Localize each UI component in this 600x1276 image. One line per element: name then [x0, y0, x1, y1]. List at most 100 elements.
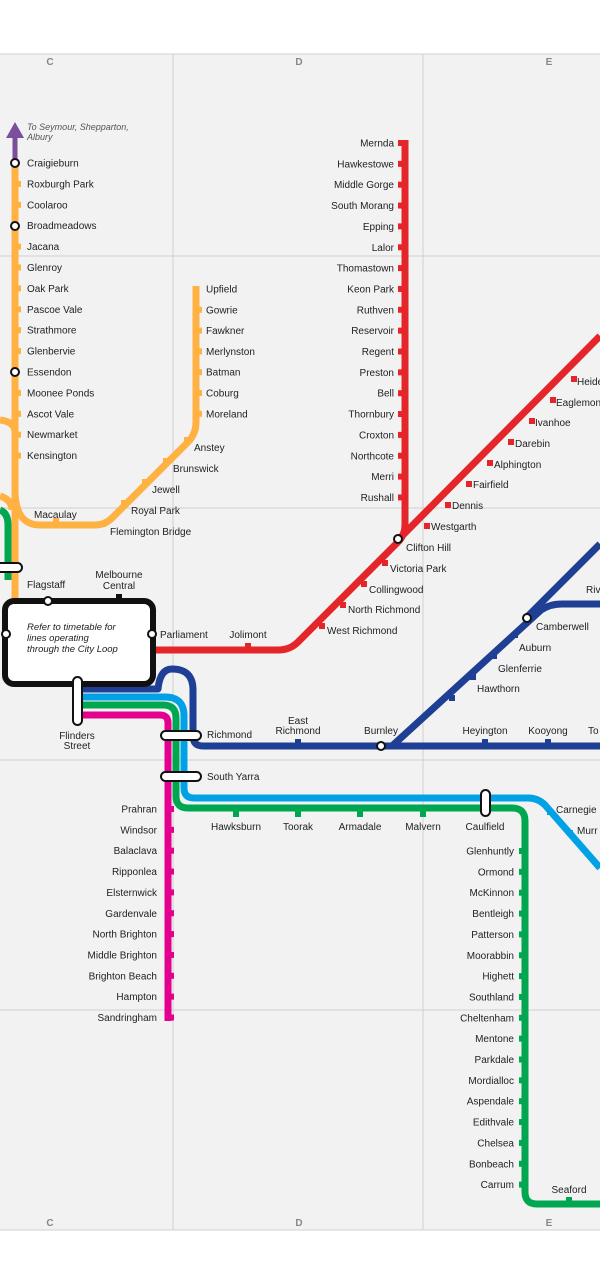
station-glenferrie: Glenferrie: [498, 664, 542, 675]
station-coburg: Coburg: [206, 389, 239, 400]
tick-flemington-bridge: [100, 521, 106, 527]
tick-mckinnon: [519, 889, 525, 896]
station-ruthven: Ruthven: [357, 305, 394, 316]
station-highett: Highett: [482, 972, 514, 983]
tick-gardenvale: [168, 910, 174, 917]
pill-north-melbourne: [0, 562, 23, 573]
grid-label-e-bottom: E: [546, 1218, 553, 1229]
tick-carrum: [519, 1181, 525, 1188]
tick-westgarth: [424, 523, 430, 529]
hurstbridge-line: [395, 333, 600, 543]
tick-east-richmond: [295, 739, 301, 746]
station-prahran: Prahran: [121, 805, 157, 816]
tick-brunswick: [163, 458, 169, 464]
tick-pascoe-vale: [15, 306, 21, 313]
station-keon-park: Keon Park: [347, 284, 395, 295]
tick-eaglemont: [550, 397, 556, 403]
tick-strathmore: [15, 327, 21, 334]
interchange-loop-west: [1, 629, 11, 639]
cranbourne-line: [80, 693, 600, 871]
tick-coolaroo: [15, 201, 21, 208]
tick-heidelberg: [571, 376, 577, 382]
station-mckinnon: McKinnon: [470, 888, 514, 899]
tick-inner-north-0: [382, 560, 388, 566]
tick-jolimont: [245, 643, 251, 650]
grid-lines: [0, 53, 600, 1231]
tick-southland: [519, 993, 525, 1000]
station-fairfield: Fairfield: [473, 480, 509, 491]
station-malvern: Malvern: [405, 822, 441, 833]
interchange-craigieburn: [10, 158, 20, 168]
station-royal-park: Royal Park: [131, 506, 181, 517]
tick-cheltenham: [519, 1014, 525, 1021]
interchange-essendon: [10, 367, 20, 377]
tick-regent: [398, 348, 405, 355]
station-thornbury: Thornbury: [348, 410, 394, 421]
tick-parkdale: [519, 1056, 525, 1063]
tick-seaford: [566, 1197, 572, 1204]
station-roxburgh-park: Roxburgh Park: [27, 179, 95, 190]
station-toorak: Toorak: [283, 822, 314, 833]
station-glenroy: Glenroy: [27, 263, 62, 274]
tick-newmarket: [15, 431, 21, 438]
tick-preston: [398, 369, 405, 376]
seymour-destination-note-2: Albury: [26, 132, 53, 142]
tick-middle-brighton: [168, 951, 174, 958]
seymour-destination-note: To Seymour, Shepparton,: [27, 122, 129, 132]
tick-northcote: [398, 452, 405, 459]
interchange-pills: [0, 562, 491, 817]
tick-gowrie: [196, 306, 202, 313]
grid-label-d-top: D: [295, 57, 302, 68]
pill-south-yarra: [160, 771, 202, 782]
station-mordialloc: Mordialloc: [468, 1076, 514, 1087]
station-south-yarra: South Yarra: [207, 772, 260, 783]
station-clifton-hill: Clifton Hill: [406, 543, 451, 554]
frankston-line: [0, 506, 600, 1208]
station-ivanhoe: Ivanhoe: [535, 418, 571, 429]
tick-malvern: [420, 811, 426, 817]
tick-oak-park: [15, 285, 21, 292]
tick-jewell: [142, 479, 148, 485]
interchange-broadmeadows: [10, 221, 20, 231]
station-elsternwick: Elsternwick: [106, 888, 158, 899]
station-newmarket: Newmarket: [27, 430, 78, 441]
station-richmond: Richmond: [207, 730, 252, 741]
tick-coburg: [196, 390, 202, 396]
station-carnegie: Carnegie: [556, 805, 597, 816]
tick-chelsea: [519, 1139, 525, 1146]
tick-royal-park: [121, 500, 127, 506]
tick-hawkestowe: [398, 160, 405, 167]
station-burnley: Burnley: [364, 726, 398, 737]
tick-inner-north-2: [340, 602, 346, 608]
melbourne-central-tick: [116, 594, 122, 601]
interchange-camberwell: [522, 613, 532, 623]
station-essendon: Essendon: [27, 368, 71, 379]
station-middle-brighton: Middle Brighton: [88, 950, 157, 961]
grid-label-c-bottom: C: [46, 1218, 53, 1229]
interchange-clifton-hill: [393, 534, 403, 544]
station-fawkner: Fawkner: [206, 326, 245, 337]
belgrave-line: [80, 665, 600, 750]
tick-reservoir: [398, 327, 405, 334]
station-auburn: Auburn: [519, 643, 551, 654]
station-bonbeach: Bonbeach: [469, 1159, 514, 1170]
tick-sandringham: [168, 1014, 174, 1021]
tick-bell: [398, 390, 405, 397]
alamein-branch: [524, 541, 600, 620]
tick-bentleigh: [519, 910, 525, 917]
tick-ormond: [519, 868, 525, 875]
tick-glenhuntly: [519, 848, 525, 854]
tick-jacana: [15, 243, 21, 250]
station-coolaroo: Coolaroo: [27, 200, 68, 211]
station-flinders-street-2: Street: [64, 741, 91, 752]
station-moonee-ponds: Moonee Ponds: [27, 388, 94, 399]
tick-mernda: [398, 140, 405, 146]
tick-carnegie: [547, 809, 553, 815]
tick-aspendale: [519, 1098, 525, 1105]
belgrave-line-branch: [389, 600, 600, 749]
station-riversdale-partial: Riv: [586, 585, 600, 596]
station-flemington-bridge: Flemington Bridge: [110, 527, 192, 538]
station-east-richmond-2: Richmond: [275, 726, 320, 737]
station-preston: Preston: [360, 368, 394, 379]
